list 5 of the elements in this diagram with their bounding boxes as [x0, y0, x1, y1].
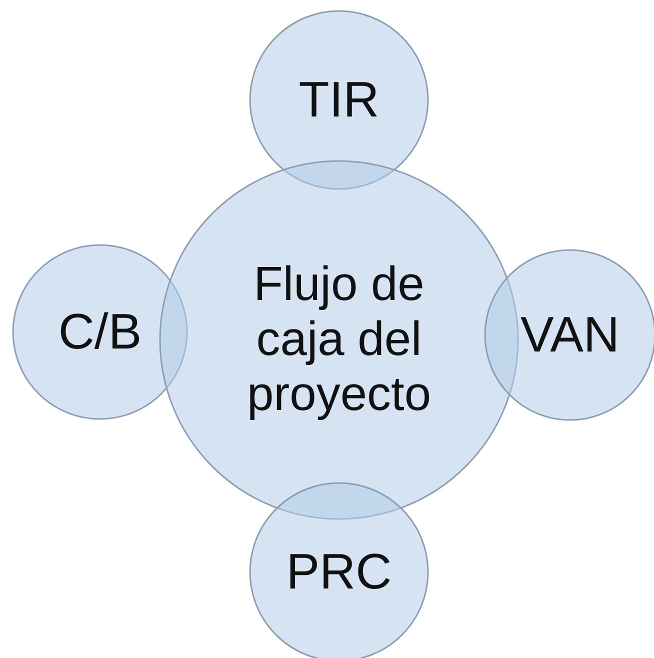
circle-label: PRC [285, 543, 393, 601]
circle-label: C/B [57, 303, 143, 361]
circle-label: VAN [519, 306, 621, 364]
circle-label: TIR [298, 71, 380, 129]
circle-label: Flujo de caja del proyecto [246, 257, 432, 423]
